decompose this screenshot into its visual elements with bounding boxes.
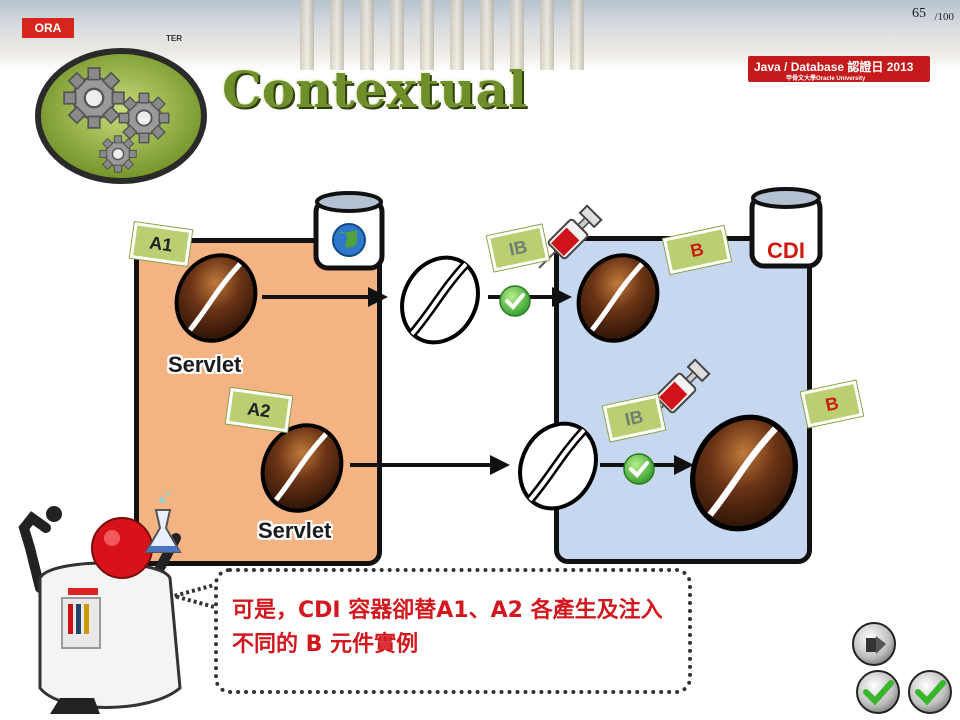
callout-pointer <box>170 576 220 616</box>
checkmark-icon <box>498 284 532 318</box>
nav-check-icon <box>858 672 898 712</box>
oracle-logo: ORA <box>22 18 74 38</box>
event-badge: Java / Database 認證日 2013 甲骨文大學Oracle Uni… <box>748 56 930 82</box>
callout-text: 可是，CDI 容器卻替A1、A2 各產生及注入不同的 B 元件實例 <box>232 594 676 662</box>
nav-check-icon <box>910 672 950 712</box>
nav-check-button[interactable] <box>908 670 952 714</box>
servlet-label: Servlet <box>258 518 331 544</box>
globe-jar-icon <box>310 190 388 272</box>
page-total: /100 <box>934 11 954 23</box>
nav-home-button[interactable] <box>852 622 896 666</box>
gear-emblem-icon <box>32 46 210 186</box>
hollow-bean-icon <box>392 252 488 348</box>
hollow-bean-icon <box>510 418 606 514</box>
cdi-label: CDI <box>756 238 816 264</box>
coffee-bean-icon <box>256 420 348 516</box>
nav-check-button[interactable] <box>856 670 900 714</box>
servlet-label: Servlet <box>168 352 241 378</box>
banner-subtitle: TER <box>166 34 182 43</box>
page-number: 65 <box>912 6 926 22</box>
checkmark-icon <box>622 452 656 486</box>
callout-bubble: 可是，CDI 容器卻替A1、A2 各產生及注入不同的 B 元件實例 <box>214 568 692 694</box>
slide-title: Contextual <box>222 60 527 119</box>
nav-home-icon <box>854 624 894 664</box>
event-subtitle: 甲骨文大學Oracle University <box>786 73 865 82</box>
